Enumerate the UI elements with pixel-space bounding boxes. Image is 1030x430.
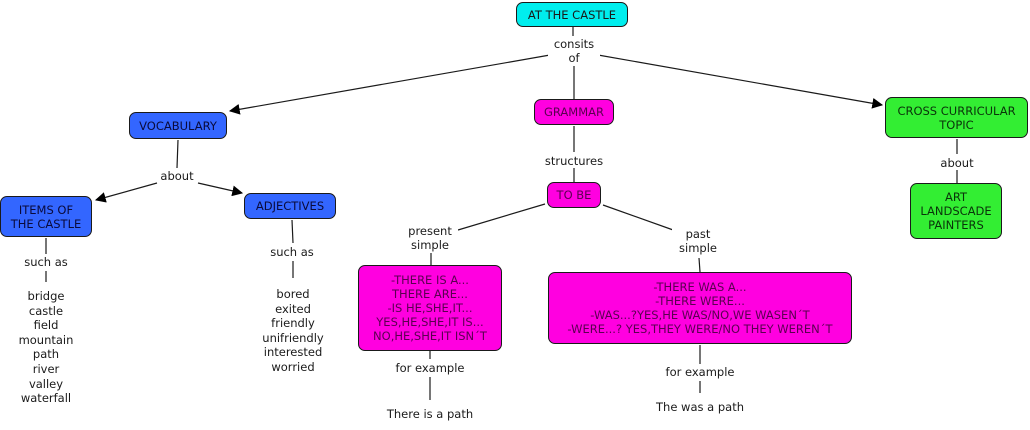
list-item: exited: [275, 301, 311, 316]
link-label-about: about: [937, 156, 977, 170]
example-there-is-a-path: There is a path: [375, 407, 485, 421]
adjectives-list: bored exited friendly unifriendly intere…: [253, 287, 333, 375]
link-label-structures: structures: [539, 154, 609, 168]
concept-items-of-the-castle[interactable]: ITEMS OF THE CASTLE: [0, 196, 92, 237]
list-item: river: [32, 361, 60, 376]
concept-label: TO BE: [556, 188, 592, 202]
link-label-consits-of: consits of: [548, 37, 600, 65]
concept-past-simple-structures[interactable]: -THERE WAS A... -THERE WERE... -WAS...?Y…: [548, 272, 852, 344]
list-item: castle: [28, 303, 64, 318]
link-label-such-as: such as: [16, 255, 76, 269]
list-item: waterfall: [20, 391, 72, 406]
list-item: friendly: [271, 316, 315, 331]
link-tobe-past: [602, 204, 677, 232]
list-item: field: [33, 318, 59, 333]
link-tobe-present: [457, 203, 546, 231]
link-label-for-example: for example: [390, 361, 470, 375]
link-adj-suchas: [291, 219, 294, 244]
list-item: unifriendly: [262, 330, 324, 345]
concept-label: GRAMMAR: [543, 105, 604, 119]
list-item: bored: [276, 287, 310, 301]
list-item: valley: [28, 376, 64, 391]
concept-label: ADJECTIVES: [255, 199, 325, 213]
link-label-for-example: for example: [660, 365, 740, 379]
link-label-such-as: such as: [262, 245, 322, 259]
arrow-to-items: [94, 182, 158, 203]
link-vocab-about: [176, 139, 179, 169]
arrow-to-adjectives: [197, 182, 244, 197]
concept-at-the-castle[interactable]: AT THE CASTLE: [516, 2, 628, 27]
list-item: bridge: [27, 289, 65, 303]
concept-vocabulary[interactable]: VOCABULARY: [129, 112, 227, 139]
concept-art-landscape-painters[interactable]: ART LANDSCADE PAINTERS: [910, 183, 1002, 239]
list-item: mountain: [18, 332, 74, 347]
arrow-to-cross: [597, 54, 884, 109]
list-item: worried: [271, 359, 315, 374]
concept-present-simple-structures[interactable]: -THERE IS A... THERE ARE... -IS HE,SHE,I…: [358, 265, 502, 351]
concept-label: VOCABULARY: [139, 118, 217, 133]
link-label-about: about: [157, 169, 197, 183]
concept-cross-curricular-topic[interactable]: CROSS CURRICULAR TOPIC: [885, 97, 1028, 138]
concept-to-be[interactable]: TO BE: [547, 182, 601, 208]
list-item: interested: [263, 345, 323, 360]
arrow-to-vocabulary: [228, 54, 551, 115]
concept-adjectives[interactable]: ADJECTIVES: [244, 193, 336, 219]
concept-label: AT THE CASTLE: [527, 7, 617, 22]
items-list: bridge castle field mountain path river …: [6, 289, 86, 406]
link-past-box: [698, 257, 701, 273]
list-item: path: [32, 347, 60, 362]
link-label-past-simple: past simple: [672, 227, 724, 255]
example-the-was-a-path: The was a path: [645, 400, 755, 414]
concept-grammar[interactable]: GRAMMAR: [534, 99, 614, 125]
link-label-present-simple: present simple: [402, 224, 458, 252]
